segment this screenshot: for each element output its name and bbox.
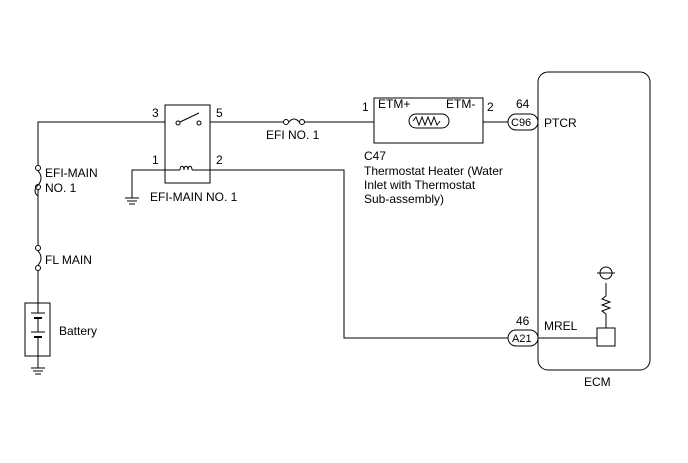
heater-pin-1-label: 1 [362, 100, 369, 114]
heater-element-icon [408, 113, 450, 129]
heater-connector-label: C47 [364, 149, 386, 163]
relay-pin-1-label: 1 [152, 153, 159, 167]
efi-main-fuse-label-line2: NO. 1 [45, 181, 77, 195]
heater-description-line3: Sub-assembly) [364, 192, 444, 206]
relay-coil-icon [165, 165, 210, 171]
thermostat-heater-box [373, 97, 484, 144]
ptcr-signal-label: PTCR [544, 116, 577, 130]
efi-no1-fuse-icon [283, 118, 305, 125]
ptcr-pin-label: 64 [516, 97, 530, 111]
efi-main-fuse-label-line1: EFI-MAIN [45, 166, 98, 180]
heater-pin-2-label: 2 [487, 100, 494, 114]
wire-relay-coil-ground [131, 169, 165, 198]
battery-icon [31, 303, 45, 356]
wire-relay-to-ecm-mrel [210, 169, 508, 339]
battery-ground-icon [31, 367, 45, 375]
mrel-connector-label: A21 [512, 333, 532, 345]
heater-description-line1: Thermostat Heater (Water [364, 164, 503, 178]
efi-main-fuse-icon [34, 165, 42, 197]
ptcr-connector-label: C96 [511, 117, 531, 129]
battery-label: Battery [59, 324, 97, 338]
mrel-driver-box [596, 327, 616, 347]
ecm-box [537, 71, 651, 371]
relay-switch-icon [175, 112, 202, 126]
relay-pin-3-label: 3 [152, 106, 159, 120]
relay-ground-icon [125, 197, 139, 205]
mrel-pin-label: 46 [516, 314, 530, 328]
relay-pin-5-label: 5 [216, 106, 223, 120]
efi-no1-fuse-label: EFI NO. 1 [266, 128, 320, 142]
fl-main-fuse-icon [35, 245, 42, 271]
fl-main-fuse-label: FL MAIN [45, 253, 92, 267]
efi-main-relay-box [164, 104, 211, 184]
heater-etm-minus-label: ETM- [446, 97, 475, 111]
relay-pin-2-label: 2 [216, 153, 223, 167]
wire-relay-to-efi-main [37, 121, 165, 165]
heater-etm-plus-label: ETM+ [378, 97, 410, 111]
heater-description-line2: Inlet with Thermostat [364, 178, 476, 192]
mrel-signal-label: MREL [544, 319, 578, 333]
ecm-label: ECM [584, 375, 611, 389]
mrel-pullup-resistor-icon [597, 266, 615, 328]
relay-name-label: EFI-MAIN NO. 1 [150, 190, 238, 204]
